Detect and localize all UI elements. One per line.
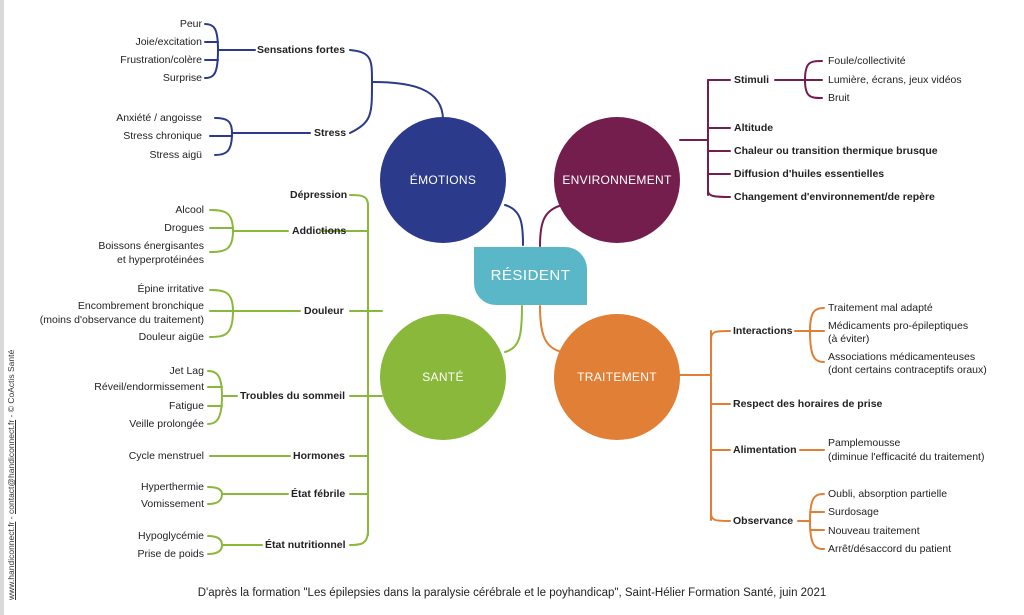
list-item: Prise de poids <box>137 548 204 560</box>
list-item: Anxiété / angoisse <box>116 112 202 124</box>
etat-nutritionnel-label: État nutritionnel <box>265 539 346 551</box>
list-item: Chaleur ou transition thermique brusque <box>734 145 938 157</box>
list-item: Vomissement <box>140 498 204 510</box>
list-item: Alcool <box>175 204 204 216</box>
list-item: Boissons énergisantes <box>98 240 204 252</box>
stress-label: Stress <box>314 127 347 139</box>
left-edge-strip <box>0 0 4 615</box>
environnement-branches <box>539 60 823 247</box>
traitement-branches <box>539 305 825 550</box>
list-item: Foule/collectivité <box>828 55 906 67</box>
list-item: Médicaments pro-épileptiques <box>828 320 969 332</box>
list-item: Encombrement bronchique <box>77 300 204 312</box>
hormones-label: Hormones <box>293 450 345 462</box>
emotions-label: ÉMOTIONS <box>409 173 477 187</box>
addictions-label: Addictions <box>292 225 347 237</box>
emotions-circle <box>380 117 506 243</box>
troubles-sommeil-label: Troubles du sommeil <box>240 390 346 402</box>
list-item: Veille prolongée <box>129 418 204 430</box>
list-item: Joie/excitation <box>135 36 202 48</box>
emotions-branches <box>204 23 524 246</box>
list-item: Drogues <box>164 222 204 234</box>
list-item: Oubli, absorption partielle <box>828 488 948 500</box>
list-item: Frustration/colère <box>120 54 202 66</box>
list-item: et hyperprotéinées <box>117 254 204 266</box>
sante-label: SANTÉ <box>422 370 464 384</box>
sante-branches <box>207 194 523 555</box>
list-item: Associations médicamenteuses <box>828 351 976 363</box>
list-item: Douleur aigüe <box>138 331 204 343</box>
list-item: Traitement mal adapté <box>828 302 933 314</box>
list-item: Diffusion d'huiles essentielles <box>734 168 885 180</box>
email-link[interactable]: contact@handiconnect.fr <box>6 419 16 514</box>
traitement-circle <box>554 314 680 440</box>
list-item: Surprise <box>162 72 202 84</box>
environnement-circle <box>554 117 680 243</box>
list-item: Hyperthermie <box>140 481 204 493</box>
list-item: Jet Lag <box>169 365 204 377</box>
list-item: Épine irritative <box>137 283 204 295</box>
list-item: Bruit <box>828 92 850 104</box>
list-item: Lumière, écrans, jeux vidéos <box>828 74 962 86</box>
list-item: Réveil/endormissement <box>94 381 204 393</box>
stimuli-label: Stimuli <box>734 74 770 86</box>
list-item: (dont certains contraceptifs oraux) <box>828 364 987 376</box>
list-item: Hypoglycémie <box>138 530 204 542</box>
list-item: Surdosage <box>828 506 879 518</box>
list-item: (diminue l'efficacité du traitement) <box>828 451 985 463</box>
list-item: Stress chronique <box>123 130 202 142</box>
list-item: Fatigue <box>168 400 204 412</box>
interactions-label: Interactions <box>733 325 793 337</box>
sensations-fortes-label: Sensations fortes <box>257 44 346 56</box>
list-item: Pamplemousse <box>828 437 901 449</box>
list-item: Stress aigü <box>149 149 202 161</box>
traitement-label: TRAITEMENT <box>577 370 657 384</box>
list-item: Cycle menstruel <box>128 450 204 462</box>
horaires-label: Respect des horaires de prise <box>733 398 883 410</box>
site-link[interactable]: www.handiconnect.fr <box>6 521 16 600</box>
environnement-label: ENVIRONNEMENT <box>562 173 672 187</box>
list-item: Changement d'environnement/de repère <box>734 191 935 203</box>
list-item: (moins d'observance du traitement) <box>39 314 204 326</box>
sante-circle <box>380 314 506 440</box>
etat-febrile-label: État fébrile <box>291 488 346 500</box>
observance-label: Observance <box>733 515 794 527</box>
copyright-text: - © CoActis Santé <box>6 349 16 420</box>
list-item: (à éviter) <box>828 333 870 345</box>
side-credit: www.handiconnect.fr - contact@handiconne… <box>6 350 16 600</box>
source-footer: D'après la formation "Les épilepsies dan… <box>197 587 827 599</box>
resident-center: RÉSIDENT <box>474 247 587 305</box>
list-item: Peur <box>179 18 202 30</box>
list-item: Arrêt/désaccord du patient <box>828 543 952 555</box>
depression-label: Dépression <box>290 189 348 201</box>
list-item: Altitude <box>734 122 774 134</box>
separator: - <box>6 514 16 522</box>
list-item: Nouveau traitement <box>828 525 920 537</box>
alimentation-label: Alimentation <box>733 444 797 456</box>
douleur-label: Douleur <box>304 305 344 317</box>
